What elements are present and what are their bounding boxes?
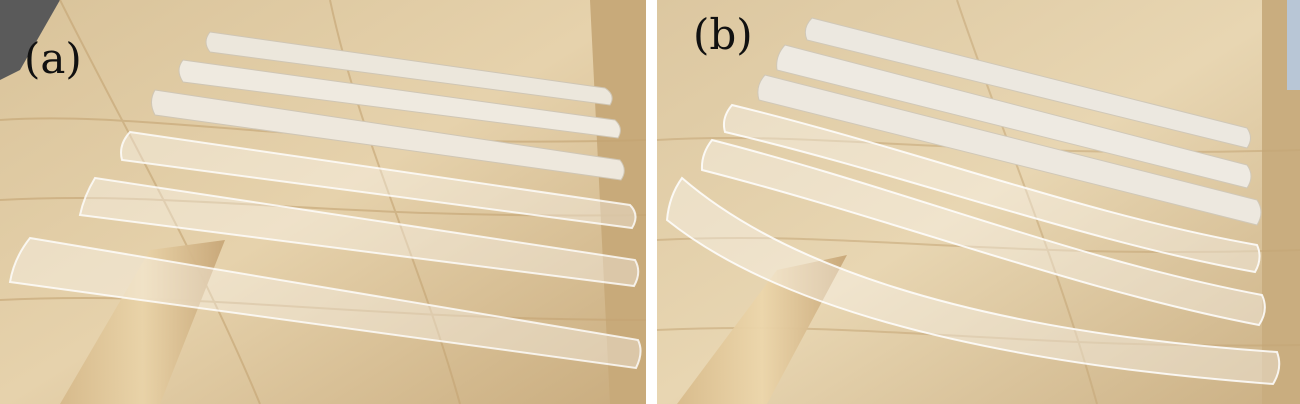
clear-bars (8, 130, 642, 370)
white-bars (151, 31, 625, 181)
panel-label-b: (b) (693, 10, 753, 59)
panel-label-a: (a) (24, 34, 82, 83)
photo-panel-a: (a) (0, 0, 646, 404)
photo-a (0, 0, 646, 404)
clear-bars-b (665, 103, 1281, 386)
white-bars-b (757, 17, 1262, 226)
photo-b (657, 0, 1300, 404)
photo-panel-b: (b) (657, 0, 1300, 404)
